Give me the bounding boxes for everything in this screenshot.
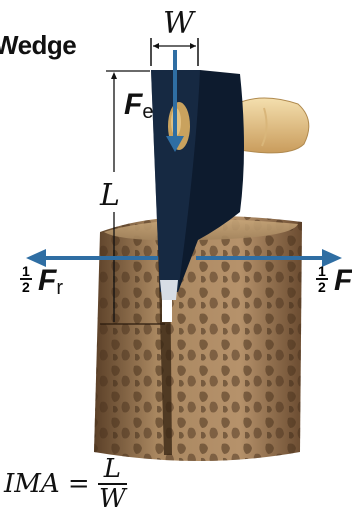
half-denominator-right: 2 — [318, 280, 326, 294]
axe-handle — [236, 98, 309, 153]
resistance-force-label-left: Fr — [38, 264, 63, 300]
diagram-title: Wedge — [0, 30, 76, 61]
log — [94, 216, 302, 461]
half-numerator-right: 1 — [316, 264, 328, 280]
half-denominator-left: 2 — [22, 280, 30, 294]
formula-numerator: L — [98, 455, 127, 485]
formula-lhs: IMA = — [4, 469, 90, 499]
effort-force-label: Fe — [124, 88, 153, 122]
length-label: L — [100, 178, 120, 213]
resistance-force-subscript-left: r — [56, 277, 63, 299]
resistance-force-label-right: F — [334, 264, 352, 298]
formula-fraction: L W — [98, 455, 127, 513]
half-fraction-left: 1 2 — [20, 264, 32, 294]
half-fraction-right: 1 2 — [316, 264, 328, 294]
effort-force-symbol: F — [124, 88, 142, 121]
resistance-force-symbol-left: F — [38, 264, 56, 297]
width-label: W — [163, 6, 194, 41]
half-numerator-left: 1 — [20, 264, 32, 280]
effort-force-subscript: e — [142, 101, 153, 123]
formula-denominator: W — [99, 485, 126, 513]
resistance-force-symbol-right: F — [334, 264, 352, 297]
ima-formula: IMA = L W — [4, 455, 127, 513]
